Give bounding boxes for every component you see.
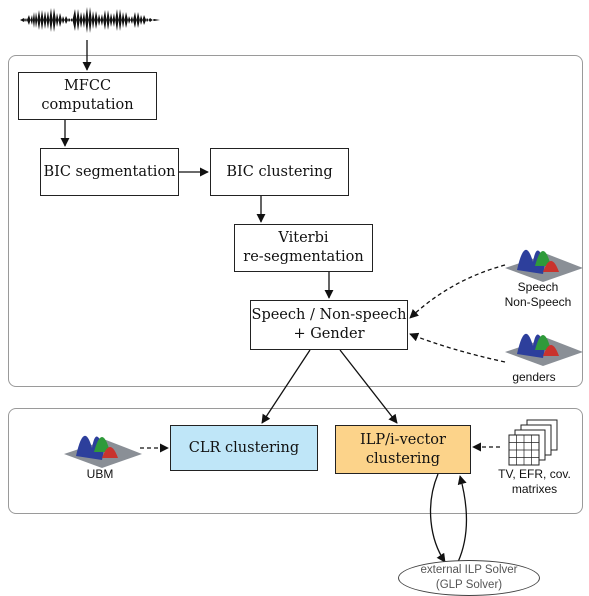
bic-segmentation-box: BIC segmentation bbox=[40, 148, 179, 196]
arrow-genders bbox=[409, 332, 506, 363]
bic-clustering-box: BIC clustering bbox=[210, 148, 349, 196]
mfcc-computation-box: MFCC computation bbox=[18, 72, 157, 120]
genders-label: genders bbox=[512, 370, 556, 384]
ubm-label: UBM bbox=[86, 467, 114, 481]
ilp-ivector-clustering-box: ILP/i-vector clustering bbox=[335, 425, 471, 474]
speech-models-label: Speech Non-Speech bbox=[504, 280, 572, 309]
gaussian-mixture-icon bbox=[64, 435, 142, 468]
arrow-speech-models bbox=[409, 264, 506, 319]
gaussian-mixture-icon bbox=[505, 249, 583, 282]
arrow-speech-ilp bbox=[339, 349, 398, 424]
clr-clustering-box: CLR clustering bbox=[170, 425, 318, 471]
matrices-label: TV, EFR, cov. matrixes bbox=[498, 467, 571, 496]
matrix-stack-icon bbox=[508, 419, 558, 466]
speech-nonspeech-gender-box: Speech / Non-speech + Gender bbox=[250, 300, 408, 350]
gaussian-mixture-icon bbox=[505, 333, 583, 366]
viterbi-resegmentation-box: Viterbi re-segmentation bbox=[234, 224, 373, 272]
arrow-ilp-solver bbox=[429, 473, 446, 563]
arrow-speech-clr bbox=[261, 349, 311, 424]
waveform-icon bbox=[20, 7, 160, 33]
external-ilp-solver: external ILP Solver (GLP Solver) bbox=[398, 560, 540, 596]
arrow-solver-ilp bbox=[457, 475, 468, 563]
